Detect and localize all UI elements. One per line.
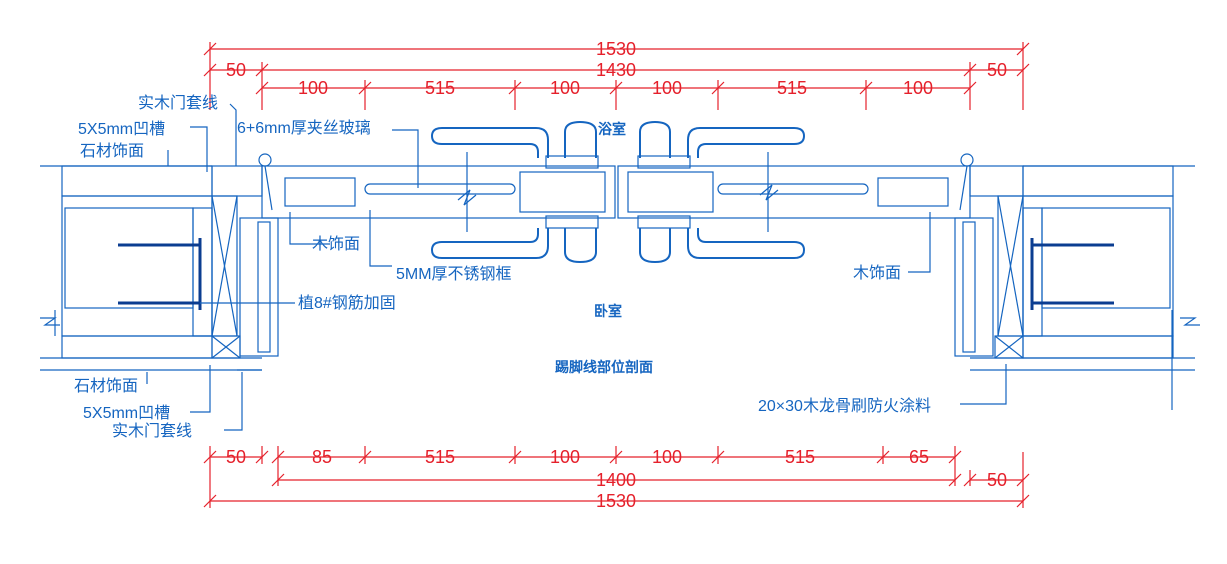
label-door-casing-bottom: 实木门套线: [112, 422, 192, 440]
label-stone-bottom: 石材饰面: [74, 377, 138, 395]
bottom-dimensions: 50 85 515 100 100 515 65 1400 50 1530: [203, 446, 1030, 511]
door-leaves: [258, 120, 974, 264]
left-wall: [40, 165, 279, 371]
label-bedroom: 卧室: [594, 303, 622, 319]
label-groove-bottom: 5X5mm凹槽: [83, 404, 170, 422]
label-groove-top: 5X5mm凹槽: [78, 120, 165, 138]
top-seg-3: 100: [550, 78, 580, 98]
top-right-margin-dim: 50: [987, 60, 1007, 80]
label-stone-top: 石材饰面: [80, 142, 144, 160]
top-seg-1: 100: [298, 78, 328, 98]
top-segment-ticks: [255, 81, 977, 95]
bottom-seg-4: 100: [652, 447, 682, 467]
top-left-margin-dim: 50: [226, 60, 246, 80]
top-seg-2: 515: [425, 78, 455, 98]
label-steel-frame: 5MM厚不锈钢框: [396, 265, 512, 283]
label-glass: 6+6mm厚夹丝玻璃: [237, 119, 371, 137]
label-rebar: 植8#钢筋加固: [298, 294, 396, 312]
rebars: [118, 238, 1114, 310]
bottom-seg-1: 85: [312, 447, 332, 467]
top-dimensions: 1530 50 1430 50 100 515 100 100: [203, 39, 1030, 110]
top-inner-dim: 1430: [596, 60, 636, 80]
bottom-seg-2: 515: [425, 447, 455, 467]
bottom-inner-dim: 1400: [596, 470, 636, 490]
top-seg-5: 515: [777, 78, 807, 98]
leader-lines: [146, 103, 1007, 431]
label-wood-left: 木饰面: [312, 235, 360, 253]
bottom-seg-6: 65: [909, 447, 929, 467]
label-keel: 20×30木龙骨刷防火涂料: [758, 397, 931, 415]
bottom-right-margin-dim: 50: [987, 470, 1007, 490]
right-wall: [954, 165, 1200, 410]
top-seg-4: 100: [652, 78, 682, 98]
bottom-left-margin-dim: 50: [226, 447, 246, 467]
label-door-casing-top: 实木门套线: [138, 94, 218, 112]
bottom-seg-5: 515: [785, 447, 815, 467]
bottom-segment-ticks: [203, 450, 962, 464]
top-overall-dim: 1530: [596, 39, 636, 59]
bottom-seg-3: 100: [550, 447, 580, 467]
top-seg-6: 100: [903, 78, 933, 98]
drawing-title: 踢脚线部位剖面: [555, 359, 653, 375]
label-bathroom: 浴室: [598, 121, 626, 137]
label-wood-right: 木饰面: [853, 264, 901, 282]
bottom-overall-dim: 1530: [596, 491, 636, 511]
